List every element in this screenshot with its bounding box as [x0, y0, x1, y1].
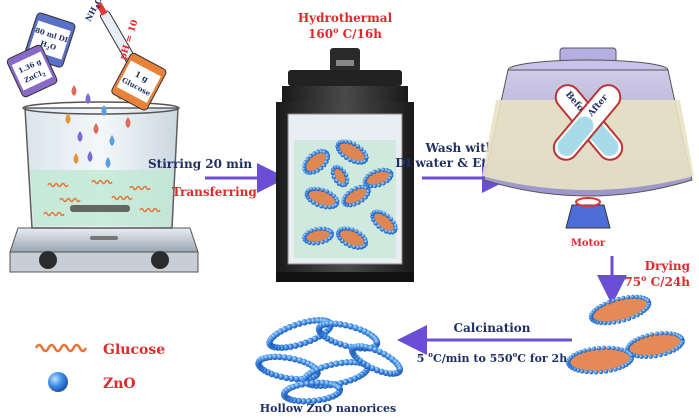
drying-condition: 75o C/24h [624, 273, 690, 289]
transferring-label: Transferring [172, 185, 257, 199]
nanorice-icon [335, 139, 369, 165]
glucose-chain-icon [34, 343, 88, 353]
droplet-icon [77, 131, 83, 142]
glucose-chain-icon [111, 195, 133, 201]
hollow-nanorice-icon [315, 320, 381, 352]
nanorice-icon [302, 226, 334, 246]
stirring-label: Stirring 20 min [148, 157, 252, 171]
bottle-glucose: 1 g Glucose [111, 52, 167, 111]
glucose-chain-icon [47, 182, 69, 188]
hotplate [9, 227, 199, 273]
hollow-nanorice-icon [348, 343, 404, 377]
glucose-chain-icon [91, 179, 113, 185]
droplet-icon [93, 123, 99, 134]
hydrothermal-label: Hydrothermal [298, 11, 393, 25]
droplet-icon [105, 157, 111, 168]
nanorice-icon [341, 184, 371, 208]
legend-zno-label: ZnO [103, 376, 136, 392]
glucose-chain-icon [43, 211, 65, 217]
droplet-icon [71, 85, 77, 96]
droplet-icon [125, 117, 131, 128]
glucose-chain-icon [59, 197, 81, 203]
zno-sphere-icon [48, 372, 68, 392]
glucose-chain-icon [139, 207, 161, 213]
legend-glucose-label: Glucose [103, 342, 165, 358]
nanorice-icon [625, 330, 685, 360]
droplet-icon [85, 93, 91, 104]
hotplate-knob-left-icon [39, 251, 57, 269]
product-label: Hollow ZnO nanorices [260, 402, 397, 415]
nanorice-icon [565, 345, 635, 375]
calcination-label: Calcination [453, 321, 530, 335]
wash-label-1: Wash with [424, 141, 494, 155]
autoclave [276, 48, 414, 282]
calcination-condition: 5 oC/min to 550oC for 2h [417, 350, 567, 365]
droplet-icon [65, 113, 71, 124]
stir-bar-icon [70, 205, 130, 212]
droplet-icon [101, 105, 107, 116]
nanorice-icon [330, 164, 350, 188]
dried-glucose-zno-particles [565, 294, 685, 375]
drying-label: Drying [645, 259, 691, 273]
droplet-icon [109, 135, 115, 146]
bottle-zncl2: 1.36 g ZnCl2 [6, 44, 58, 98]
nanorice-icon [362, 167, 394, 189]
hydrothermal-condition: 160o C/16h [308, 25, 382, 41]
centrifuge: Before After [482, 47, 694, 229]
nanorice-icon [588, 294, 652, 326]
rotation-arrow-icon [575, 197, 601, 207]
motor-label: Motor [571, 238, 606, 249]
droplet-icon [87, 151, 93, 162]
hotplate-knob-right-icon [151, 251, 169, 269]
svg-text:H2O: H2O [38, 38, 57, 53]
nanorice-icon [304, 186, 340, 210]
nanorice-icon [302, 148, 330, 176]
hollow-nanorice-icon [255, 353, 321, 383]
hollow-zno-nanorices [255, 317, 404, 405]
beaker [22, 85, 180, 229]
hollow-nanorice-icon [280, 379, 344, 405]
legend: Glucose ZnO [34, 342, 165, 392]
glucose-chain-icon [129, 185, 151, 191]
nanorice-icon [335, 226, 369, 250]
nanorice-icon [370, 209, 398, 235]
droplet-icon [73, 153, 79, 164]
